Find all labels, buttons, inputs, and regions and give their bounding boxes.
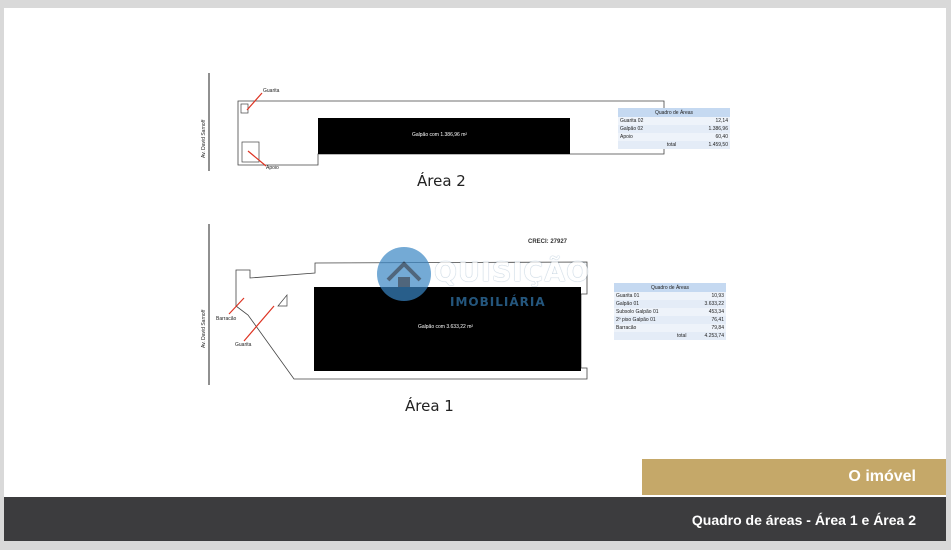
area1-barracao-pointer <box>228 297 245 315</box>
watermark-sub: IMOBILIÁRIA <box>450 295 546 309</box>
area1-guarita-label: Guarita <box>235 342 252 348</box>
site-plan-drawing <box>208 73 665 385</box>
area2-street-label: Av. David Sarnoff <box>201 119 207 158</box>
area2-guarita <box>240 103 249 114</box>
slide: Av. David Sarnoff Guarita Apoio Galpão c… <box>4 8 946 541</box>
brand-watermark: QUISIÇÃO IMOBILIÁRIA <box>376 244 589 314</box>
area2-guarita-pointer <box>246 92 263 111</box>
area1-table-header: Quadro de Áreas <box>614 283 726 292</box>
area2-guarita-label: Guarita <box>263 88 280 94</box>
area1-barracao-label: Barracão <box>216 316 237 322</box>
area1-warehouse <box>314 287 581 371</box>
area2-warehouse <box>318 118 570 154</box>
area1-warehouse-label: Galpão com 3.633,22 m² <box>418 324 474 330</box>
section-title: O imóvel <box>848 468 916 485</box>
area2-title: Área 2 <box>417 172 466 190</box>
area1-lot-outline <box>235 261 588 380</box>
creci-label: CRECI: 27927 <box>528 239 568 245</box>
area2-apoio <box>241 141 260 163</box>
area1-title: Área 1 <box>405 397 454 415</box>
watermark-brand: QUISIÇÃO <box>434 257 591 288</box>
area1-guarita <box>277 294 288 307</box>
area1-guarita-pointer <box>243 305 275 342</box>
house-logo-icon <box>377 247 431 301</box>
area2-apoio-label: Apoio <box>266 165 279 171</box>
area2-warehouse-label: Galpão com 1.386,96 m² <box>412 132 468 138</box>
caption-banner: Quadro de áreas - Área 1 e Área 2 <box>4 497 946 541</box>
section-banner: O imóvel <box>642 459 946 495</box>
caption-text: Quadro de áreas - Área 1 e Área 2 <box>691 512 916 528</box>
area2-apoio-pointer <box>247 150 267 167</box>
area1-street-label: Av. David Sarnoff <box>201 309 207 348</box>
area2-table-header: Quadro de Áreas <box>618 108 730 117</box>
